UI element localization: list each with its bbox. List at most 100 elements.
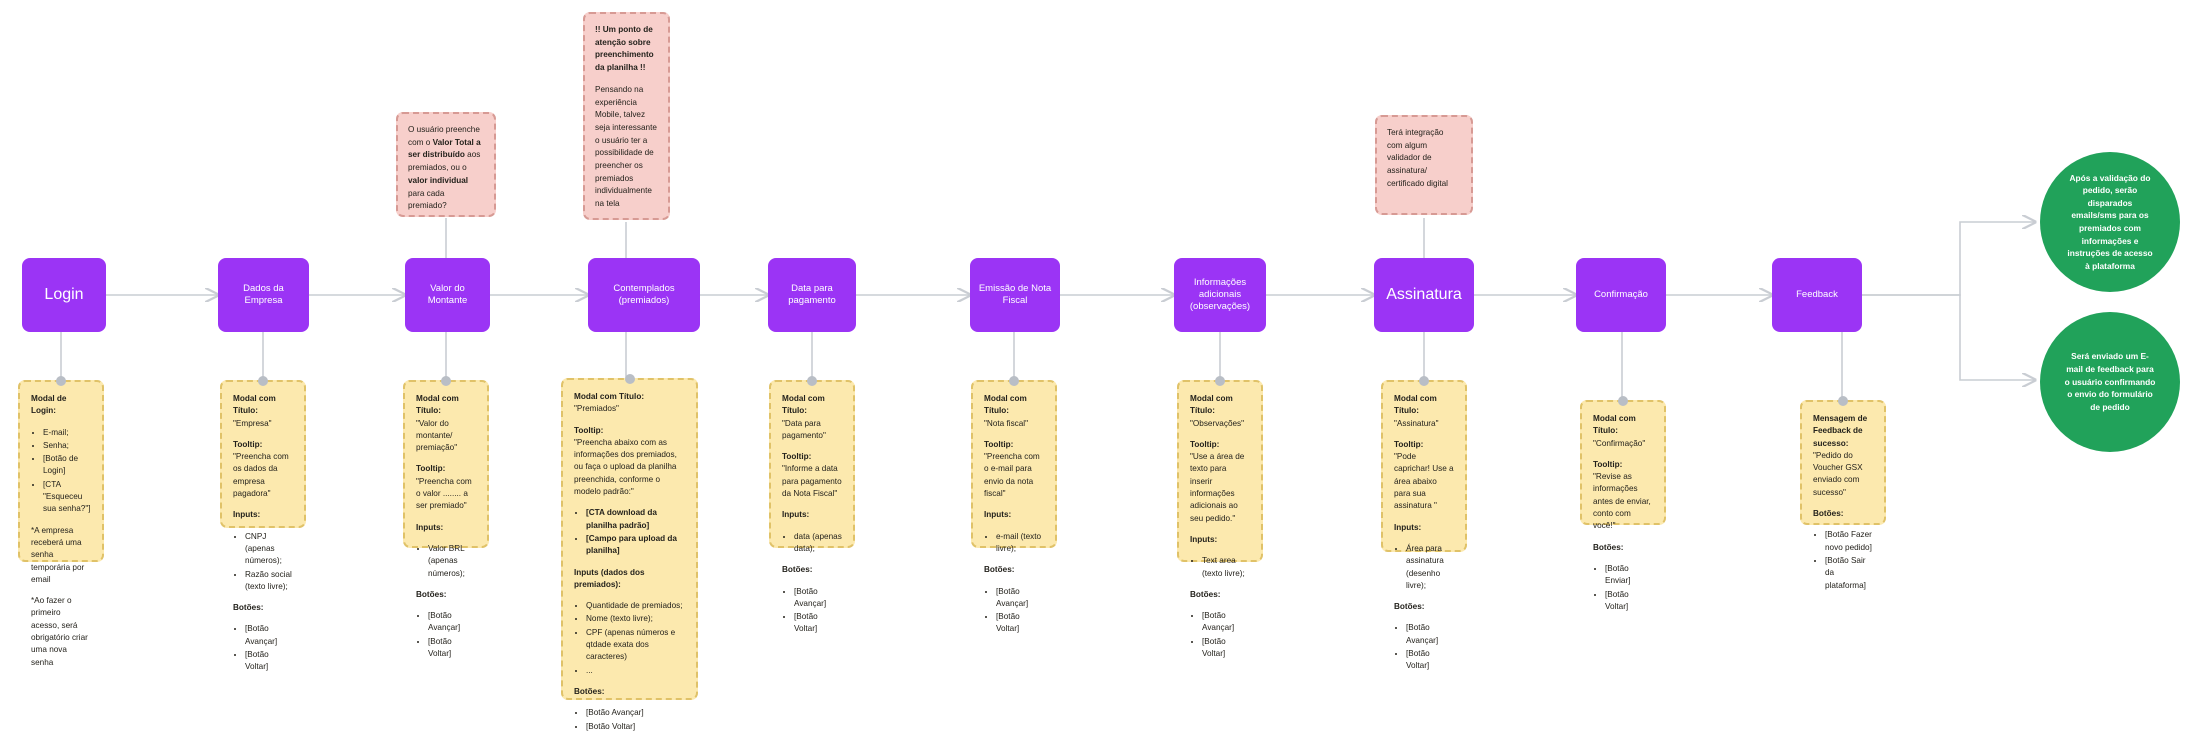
step-valor-do-montante[interactable]: Valor do Montante — [405, 258, 490, 332]
note-data-pagamento[interactable]: Modal com Título:"Data para pagamento" T… — [769, 376, 855, 633]
note-confirmacao[interactable]: Modal com Título:"Confirmação" Tooltip:"… — [1580, 396, 1666, 611]
list-item: [Botão de Login] — [43, 453, 91, 478]
note-login[interactable]: Modal de Login: E-mail; Senha; [Botão de… — [18, 376, 104, 667]
note-confirmacao-title-label: Modal com Título: — [1593, 414, 1636, 436]
note-montante-buttons: [Botão Avançar] [Botão Voltar] — [416, 610, 476, 660]
note-pin-icon — [441, 376, 451, 386]
step-confirmacao[interactable]: Confirmação — [1576, 258, 1666, 332]
note-assinatura[interactable]: Modal com Título: "Assinatura" Tooltip: "P… — [1381, 376, 1467, 670]
note-observacoes-buttons: [Botão Avançar] [Botão Voltar] — [1190, 610, 1250, 660]
note-confirmacao-tooltip-label: Tooltip: — [1593, 459, 1623, 469]
note-nota-fiscal[interactable]: Modal com Título:"Nota fiscal" Tooltip:"… — [971, 376, 1057, 633]
note-confirmacao-buttons-label: Botões: — [1593, 542, 1624, 552]
comment-valor-montante[interactable]: O usuário preenche com o Valor Total a s… — [396, 112, 496, 217]
note-observacoes-inputs-label: Inputs: — [1190, 534, 1218, 544]
connector-feedback-outcome-email — [1862, 294, 2035, 380]
list-item: [Botão Voltar] — [1406, 648, 1454, 673]
note-montante-buttons-label: Botões: — [416, 589, 447, 599]
step-feedback-label: Feedback — [1796, 289, 1838, 301]
note-observacoes[interactable]: Modal com Título:"Observações" Tooltip:"… — [1177, 376, 1263, 658]
note-observacoes-inputs: Text area (texto livre); — [1190, 555, 1250, 580]
note-login-footnote-2: *Ao fazer o primeiro acesso, será obriga… — [31, 596, 88, 667]
step-dados-da-empresa[interactable]: Dados da Empresa — [218, 258, 309, 332]
note-montante-inputs: Valor BRL (apenas números); — [416, 543, 476, 580]
list-item: CNPJ (apenas números); — [245, 531, 293, 568]
note-montante-tooltip-label: Tooltip: — [416, 464, 446, 474]
step-dados-da-empresa-label: Dados da Empresa — [243, 283, 284, 306]
note-nota-tooltip-value: "Preencha com o e-mail para envio da not… — [984, 452, 1040, 499]
note-assinatura-tooltip-label: Tooltip: — [1394, 439, 1424, 449]
note-contemplados[interactable]: Modal com Título:"Premiados" Tooltip:"Pr… — [561, 374, 698, 731]
note-data-title-value: "Data para pagamento" — [782, 418, 826, 440]
note-contemplados-inputs-label: Inputs (dados dos premiados): — [574, 567, 645, 589]
note-montante-title-label: Modal com Título: — [416, 394, 459, 416]
note-empresa-inputs-label: Inputs: — [233, 510, 261, 520]
list-item: [Botão Avançar] — [428, 610, 476, 635]
list-item: [CTA "Esqueceu sua senha?"] — [43, 479, 91, 516]
note-pin-icon — [807, 376, 817, 386]
note-observacoes-tooltip-label: Tooltip: — [1190, 439, 1220, 449]
step-login[interactable]: Login — [22, 258, 106, 332]
note-nota-inputs: e-mail (texto livre); — [984, 531, 1044, 556]
note-observacoes-buttons-label: Botões: — [1190, 589, 1221, 599]
step-feedback[interactable]: Feedback — [1772, 258, 1862, 332]
note-pin-icon — [1419, 376, 1429, 386]
step-contemplados[interactable]: Contemplados (premiados) — [588, 258, 700, 332]
step-data-pagamento[interactable]: Data para pagamento — [768, 258, 856, 332]
note-pin-icon — [1838, 396, 1848, 406]
note-observacoes-tooltip-value: "Use a área de texto para inserir inform… — [1190, 452, 1245, 523]
note-assinatura-title-label: Modal com Título: — [1394, 394, 1437, 416]
note-nota-tooltip-label: Tooltip: — [984, 439, 1014, 449]
note-confirmacao-title-value: "Confirmação" — [1593, 438, 1646, 448]
list-item: [Botão Avançar] — [1202, 610, 1250, 635]
note-data-title-label: Modal com Título: — [782, 394, 825, 416]
comment-assinatura[interactable]: Terá integração com algum validador de a… — [1375, 115, 1473, 215]
note-empresa-inputs: CNPJ (apenas números); Razão social (tex… — [233, 531, 293, 593]
comment-contemplados[interactable]: !! Um ponto de atenção sobre preenchimen… — [583, 12, 670, 220]
list-item: CPF (apenas números e qtdade exata dos c… — [586, 627, 685, 664]
comment-contemplados-body: Pensando na experiência Mobile, talvez s… — [595, 84, 657, 209]
note-pin-icon — [1215, 376, 1225, 386]
note-contemplados-buttons: [Botão Avançar] [Botão Voltar] — [574, 707, 685, 733]
list-item: [Botão Avançar] — [996, 586, 1044, 611]
step-informacoes-adicionais[interactable]: Informações adicionais (observações) — [1174, 258, 1266, 332]
note-feedback-title-label: Mensagem de Feedback de sucesso: — [1813, 414, 1868, 448]
step-assinatura-label: Assinatura — [1386, 286, 1462, 303]
list-item: data (apenas data); — [794, 531, 842, 556]
note-assinatura-buttons-label: Botões: — [1394, 602, 1425, 612]
note-empresa[interactable]: Modal com Título:"Empresa" Tooltip:"Pree… — [220, 376, 306, 671]
note-data-inputs-label: Inputs: — [782, 510, 810, 520]
note-empresa-title-value: "Empresa" — [233, 418, 272, 428]
note-assinatura-tooltip-value: "Pode caprichar! Use a área abaixo para … — [1394, 452, 1454, 511]
note-assinatura-inputs-label: Inputs: — [1394, 522, 1422, 532]
list-item: [Botão Voltar] — [586, 721, 685, 733]
list-item: [Botão Enviar] — [1605, 563, 1653, 588]
note-assinatura-title-value: "Assinatura" — [1394, 418, 1439, 428]
list-item: [Botão Voltar] — [1605, 589, 1653, 614]
step-login-label: Login — [44, 286, 84, 303]
note-data-buttons-label: Botões: — [782, 565, 813, 575]
outcome-emails-premiados[interactable]: Após a validação do pedido, serão dispar… — [2040, 152, 2180, 292]
list-item: Valor BRL (apenas números); — [428, 543, 476, 580]
note-montante-tooltip-value: "Preencha com o valor ........ a ser pre… — [416, 476, 472, 511]
note-nota-buttons-label: Botões: — [984, 565, 1015, 575]
step-emissao-nota-fiscal-label: Emissão de Nota Fiscal — [978, 283, 1052, 306]
outcome-email-feedback-text: Será enviado um E-mail de feedback para … — [2064, 351, 2156, 412]
note-feedback[interactable]: Mensagem de Feedback de sucesso:"Pedido … — [1800, 396, 1886, 590]
note-nota-inputs-label: Inputs: — [984, 510, 1012, 520]
list-item: E-mail; — [43, 427, 91, 439]
note-contemplados-buttons-label: Botões: — [574, 686, 605, 696]
note-montante-title-value: "Valor do montante/ premiação" — [416, 418, 458, 453]
list-item: [Botão Avançar] — [586, 707, 685, 719]
note-empresa-tooltip-value: "Preencha com os dados da empresa pagado… — [233, 452, 289, 499]
note-contemplados-inputs: Quantidade de premiados; Nome (texto liv… — [574, 600, 685, 677]
step-emissao-nota-fiscal[interactable]: Emissão de Nota Fiscal — [970, 258, 1060, 332]
list-item: [Botão Avançar] — [1406, 622, 1454, 647]
note-montante-inputs-label: Inputs: — [416, 522, 444, 532]
list-item: Razão social (texto livre); — [245, 569, 293, 594]
outcome-email-feedback[interactable]: Será enviado um E-mail de feedback para … — [2040, 312, 2180, 452]
list-item: [Botão Voltar] — [794, 611, 842, 636]
step-informacoes-adicionais-label: Informações adicionais (observações) — [1189, 277, 1251, 312]
note-montante[interactable]: Modal com Título:"Valor do montante/ pre… — [403, 376, 489, 658]
step-assinatura[interactable]: Assinatura — [1374, 258, 1474, 332]
